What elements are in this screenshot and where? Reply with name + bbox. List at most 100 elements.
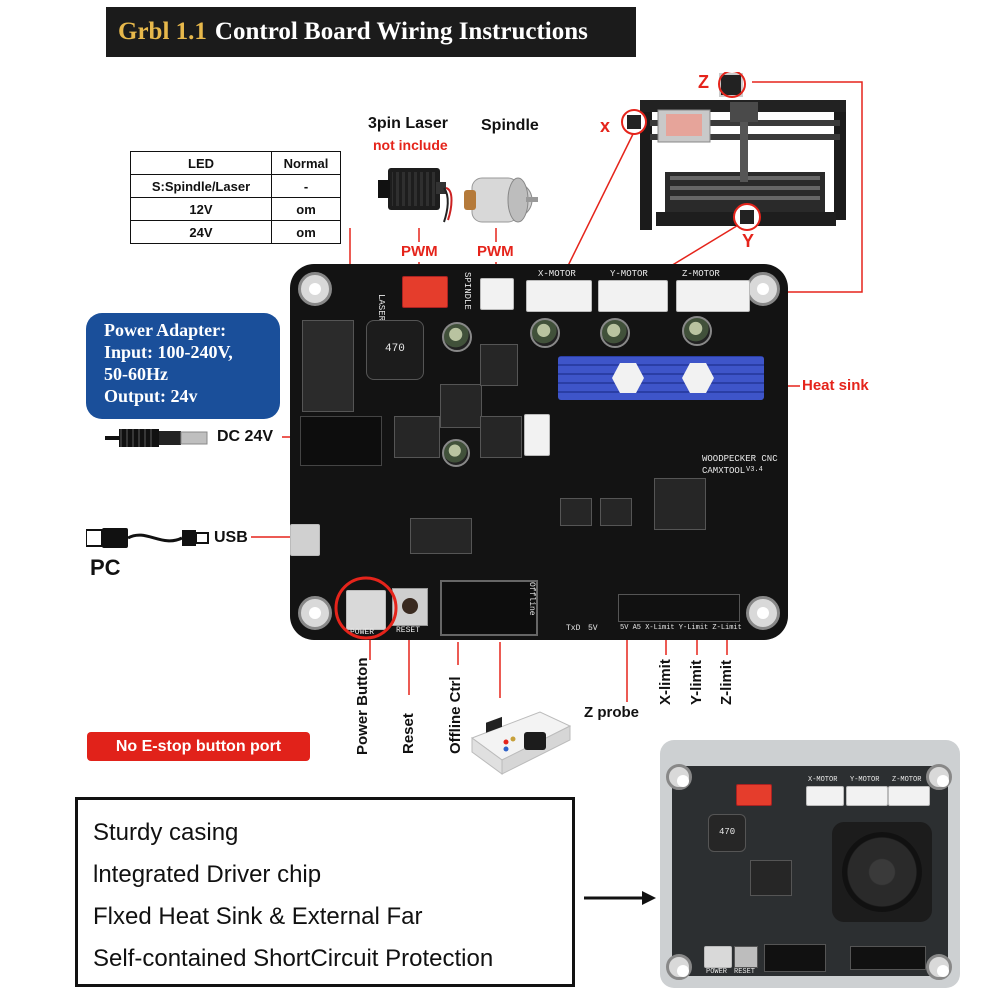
table-row: S:Spindle/Laser - bbox=[130, 174, 341, 198]
hex-nut bbox=[682, 363, 714, 393]
power-adapter-line: Input: 100-240V, bbox=[104, 342, 233, 362]
led-table: LED Normal S:Spindle/Laser - 12V om 24V … bbox=[130, 151, 341, 244]
driver-chip bbox=[600, 498, 632, 526]
limit-pin-header[interactable] bbox=[618, 594, 740, 622]
laser-note: not include bbox=[373, 137, 448, 153]
cnc-machine-image bbox=[621, 72, 846, 231]
table-cell: 12V bbox=[130, 197, 272, 221]
mosfet bbox=[440, 384, 482, 428]
reset-button-cap bbox=[402, 598, 418, 614]
case-x-motor-connector bbox=[806, 786, 844, 806]
reset-label: Reset bbox=[400, 713, 417, 754]
mount-hole bbox=[926, 954, 952, 980]
spindle-pwm-label: PWM bbox=[477, 243, 514, 260]
mcu-chip bbox=[654, 478, 706, 530]
led-header-normal: Normal bbox=[271, 151, 341, 175]
silk-txd: TxD bbox=[566, 624, 581, 633]
x-limit-label: X-limit bbox=[657, 659, 674, 705]
case-power-button bbox=[704, 946, 732, 968]
dc-label: DC 24V bbox=[217, 428, 274, 445]
offline-header[interactable] bbox=[440, 580, 538, 636]
table-row: 12V om bbox=[130, 197, 341, 221]
case-silk-inductor: 470 bbox=[719, 827, 736, 837]
dc-jack[interactable] bbox=[300, 416, 382, 466]
spindle-connector[interactable] bbox=[480, 278, 514, 310]
silk-brand: WOODPECKER CNC bbox=[702, 454, 778, 464]
power-adapter-line: Output: 24v bbox=[104, 386, 198, 406]
silk-reset: RESET bbox=[396, 626, 421, 635]
case-silk-reset: RESET bbox=[734, 968, 756, 976]
feature-item: lntegrated Driver chip bbox=[93, 861, 322, 888]
z-limit-label: Z-limit bbox=[718, 660, 735, 705]
silk-x-motor: X-MOTOR bbox=[538, 269, 576, 279]
x-motor-connector[interactable] bbox=[526, 280, 592, 312]
usb-chip bbox=[410, 518, 472, 554]
laser-module-image bbox=[378, 168, 453, 223]
table-cell: - bbox=[271, 174, 341, 198]
silk-offline: Offline bbox=[527, 582, 536, 616]
power-adapter-box: Power Adapter: Input: 100-240V, 50-60Hz … bbox=[86, 313, 280, 419]
case-reset-button bbox=[734, 946, 758, 968]
offline-ctrl-label: Offline Ctrl bbox=[447, 676, 464, 755]
mount-hole bbox=[746, 596, 780, 630]
mount-hole bbox=[926, 764, 952, 790]
feature-item: Self-contained ShortCircuit Protection bbox=[93, 945, 494, 972]
inductor: 470 bbox=[366, 320, 424, 380]
power-adapter-line: 50-60Hz bbox=[104, 364, 168, 384]
table-cell: 24V bbox=[130, 220, 272, 244]
y-motor-connector[interactable] bbox=[598, 280, 668, 312]
control-board: LASER SPINDLE X-MOTOR Y-MOTOR Z-MOTOR 47… bbox=[290, 264, 788, 640]
capacitor bbox=[442, 439, 470, 467]
z-probe-label: Z probe bbox=[584, 704, 639, 721]
title-accent: Grbl 1.1 bbox=[118, 18, 207, 45]
silk-pins: 5V A5 X-Limit Y-Limit Z-Limit bbox=[620, 624, 742, 632]
power-button[interactable] bbox=[346, 590, 386, 630]
case-z-motor-connector bbox=[888, 786, 930, 806]
hex-nut bbox=[612, 363, 644, 393]
silk-version: V3.4 bbox=[746, 466, 763, 474]
driver-chip bbox=[560, 498, 592, 526]
laser-pwm-label: PWM bbox=[401, 243, 438, 260]
spindle-motor-image bbox=[464, 177, 538, 223]
silk-5v: 5V bbox=[588, 624, 598, 633]
silk-power: POWER bbox=[350, 628, 375, 637]
capacitor bbox=[600, 318, 630, 348]
table-cell: om bbox=[271, 197, 341, 221]
reset-button[interactable] bbox=[392, 588, 428, 626]
power-adapter-line: Power Adapter: bbox=[104, 320, 227, 340]
mosfet bbox=[480, 344, 518, 386]
mount-hole bbox=[666, 764, 692, 790]
mount-hole bbox=[298, 272, 332, 306]
usb-label: USB bbox=[214, 529, 248, 546]
y-limit-label: Y-limit bbox=[688, 659, 705, 705]
case-pin-header bbox=[850, 946, 926, 970]
capacitor bbox=[442, 322, 472, 352]
estop-note: No E-stop button port bbox=[87, 732, 310, 761]
case-silk-power: POWER bbox=[706, 968, 728, 976]
mount-hole bbox=[298, 596, 332, 630]
usb-cable-icon bbox=[86, 528, 209, 548]
voltage-regulator bbox=[302, 320, 354, 412]
heat-sink bbox=[558, 356, 764, 400]
silk-laser: LASER bbox=[376, 294, 386, 322]
silk-z-motor: Z-MOTOR bbox=[682, 269, 720, 279]
capacitor bbox=[530, 318, 560, 348]
case-silk-x-motor: X-MOTOR bbox=[808, 776, 838, 784]
silk-model: CAMXTOOL bbox=[702, 466, 746, 476]
laser-connector[interactable] bbox=[402, 276, 448, 308]
regulator-chip bbox=[394, 416, 440, 458]
usb-port[interactable] bbox=[290, 524, 320, 556]
heat-sink-label: Heat sink bbox=[802, 377, 869, 394]
case-offline-header bbox=[764, 944, 826, 972]
silk-spindle: SPINDLE bbox=[462, 272, 472, 310]
z-motor-connector[interactable] bbox=[676, 280, 750, 312]
feature-item: Sturdy casing bbox=[93, 819, 239, 846]
spindle-label: Spindle bbox=[481, 117, 539, 134]
title-main: Control Board Wiring Instructions bbox=[214, 18, 588, 45]
silk-inductor: 470 bbox=[385, 343, 405, 355]
title-bar: Grbl 1.1 Control Board Wiring Instructio… bbox=[106, 7, 636, 57]
table-row: 24V om bbox=[130, 220, 341, 244]
cased-board-image: X-MOTOR Y-MOTOR Z-MOTOR 470 POWER RESET bbox=[660, 740, 960, 988]
laser-label: 3pin Laser bbox=[368, 115, 449, 132]
aux-connector[interactable] bbox=[524, 414, 550, 456]
